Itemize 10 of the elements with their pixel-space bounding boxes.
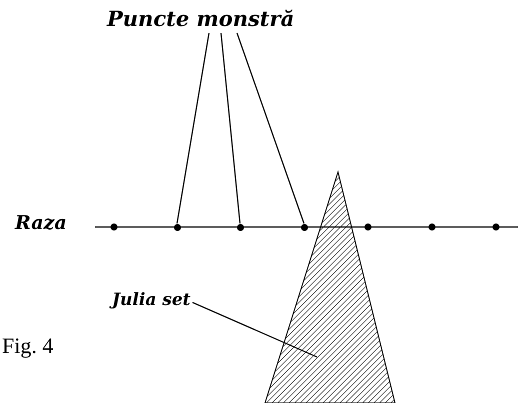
leader-line [236, 32, 305, 224]
figure-caption: Fig. 4 [2, 333, 54, 359]
leader-line [220, 32, 241, 224]
sample-point [174, 224, 180, 230]
sample-point [300, 224, 308, 230]
sample-point [236, 224, 244, 230]
axis-label: Raza [15, 212, 67, 234]
leader-line [176, 32, 210, 224]
leader-line [192, 302, 318, 358]
annotation-text: Puncte monstră [107, 6, 294, 31]
